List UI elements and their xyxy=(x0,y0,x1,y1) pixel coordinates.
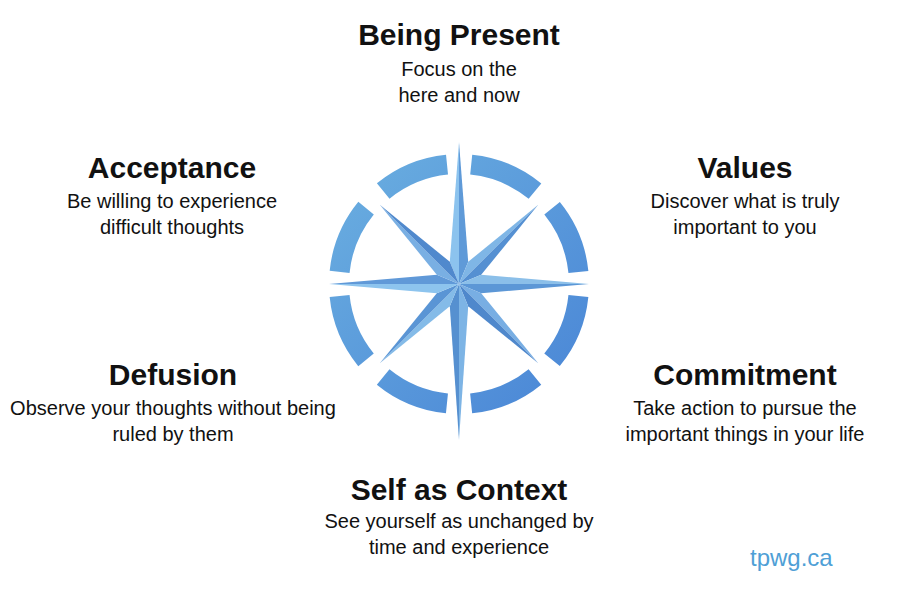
star-facet xyxy=(329,284,459,293)
process-heading: Defusion xyxy=(109,358,237,392)
process-heading: Self as Context xyxy=(351,473,568,507)
process-description: Be willing to experience difficult thoug… xyxy=(37,188,307,240)
star-facet xyxy=(459,205,538,284)
process-description: Take action to pursue the important thin… xyxy=(600,395,890,447)
star-facet xyxy=(380,205,459,284)
process-description: Focus on the here and now xyxy=(384,56,534,108)
process-description: Observe your thoughts without being rule… xyxy=(8,395,338,447)
star-facet xyxy=(459,142,468,284)
star-facet xyxy=(459,284,538,363)
process-heading: Commitment xyxy=(653,358,836,392)
star-facet xyxy=(459,275,589,284)
star-facet xyxy=(459,284,468,440)
watermark: tpwg.ca xyxy=(750,544,833,572)
process-description: See yourself as unchanged by time and ex… xyxy=(309,508,609,560)
star-facet xyxy=(459,284,589,293)
star-facet xyxy=(450,142,459,284)
star-facet xyxy=(329,275,459,284)
star-facet xyxy=(459,205,538,284)
process-description: Discover what is truly important to you xyxy=(620,188,870,240)
compass-star xyxy=(329,142,589,440)
star-facet xyxy=(450,284,459,440)
star-facet xyxy=(380,284,459,363)
process-heading: Values xyxy=(697,151,792,185)
star-facet xyxy=(380,284,459,363)
star-facet xyxy=(380,205,459,284)
star-facet xyxy=(459,284,538,363)
process-heading: Acceptance xyxy=(88,151,256,185)
process-heading: Being Present xyxy=(358,18,560,52)
